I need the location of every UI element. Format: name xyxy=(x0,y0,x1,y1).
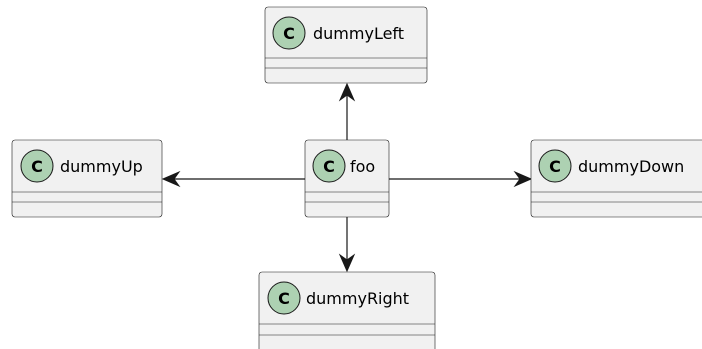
class-spot-letter: C xyxy=(278,289,290,308)
class-name: dummyLeft xyxy=(313,24,404,43)
class-spot-icon xyxy=(267,281,301,315)
relation-foo-to-dummyDown xyxy=(389,170,533,188)
class-box xyxy=(264,6,428,84)
class-dummyUp[interactable]: C dummyUp xyxy=(11,139,163,218)
class-name: dummyRight xyxy=(306,289,409,308)
relation-foo-to-dummyUp xyxy=(161,170,305,188)
class-dummyRight[interactable]: C dummyRight xyxy=(258,271,436,349)
class-spot-icon xyxy=(20,149,54,183)
class-box xyxy=(530,139,702,218)
class-foo[interactable]: C foo xyxy=(304,139,390,218)
class-name: dummyDown xyxy=(578,157,684,176)
class-dummyDown[interactable]: C dummyDown xyxy=(530,139,702,218)
class-name: dummyUp xyxy=(60,157,143,176)
class-spot-icon xyxy=(312,149,346,183)
arrowhead-icon xyxy=(161,170,181,188)
class-spot-icon xyxy=(272,16,306,50)
class-box xyxy=(304,139,390,218)
arrowhead-icon xyxy=(513,170,533,188)
class-spot-letter: C xyxy=(549,157,561,176)
relation-foo-to-dummyRight xyxy=(338,217,356,273)
class-spot-letter: C xyxy=(283,24,295,43)
class-spot-letter: C xyxy=(31,157,43,176)
arrowhead-icon xyxy=(338,253,356,273)
class-name: foo xyxy=(350,157,375,176)
class-spot-icon xyxy=(538,149,572,183)
class-spot-letter: C xyxy=(323,157,335,176)
arrowhead-icon xyxy=(338,82,356,102)
class-box xyxy=(258,271,436,349)
relation-foo-to-dummyLeft xyxy=(338,82,356,140)
class-dummyLeft[interactable]: C dummyLeft xyxy=(264,6,428,84)
